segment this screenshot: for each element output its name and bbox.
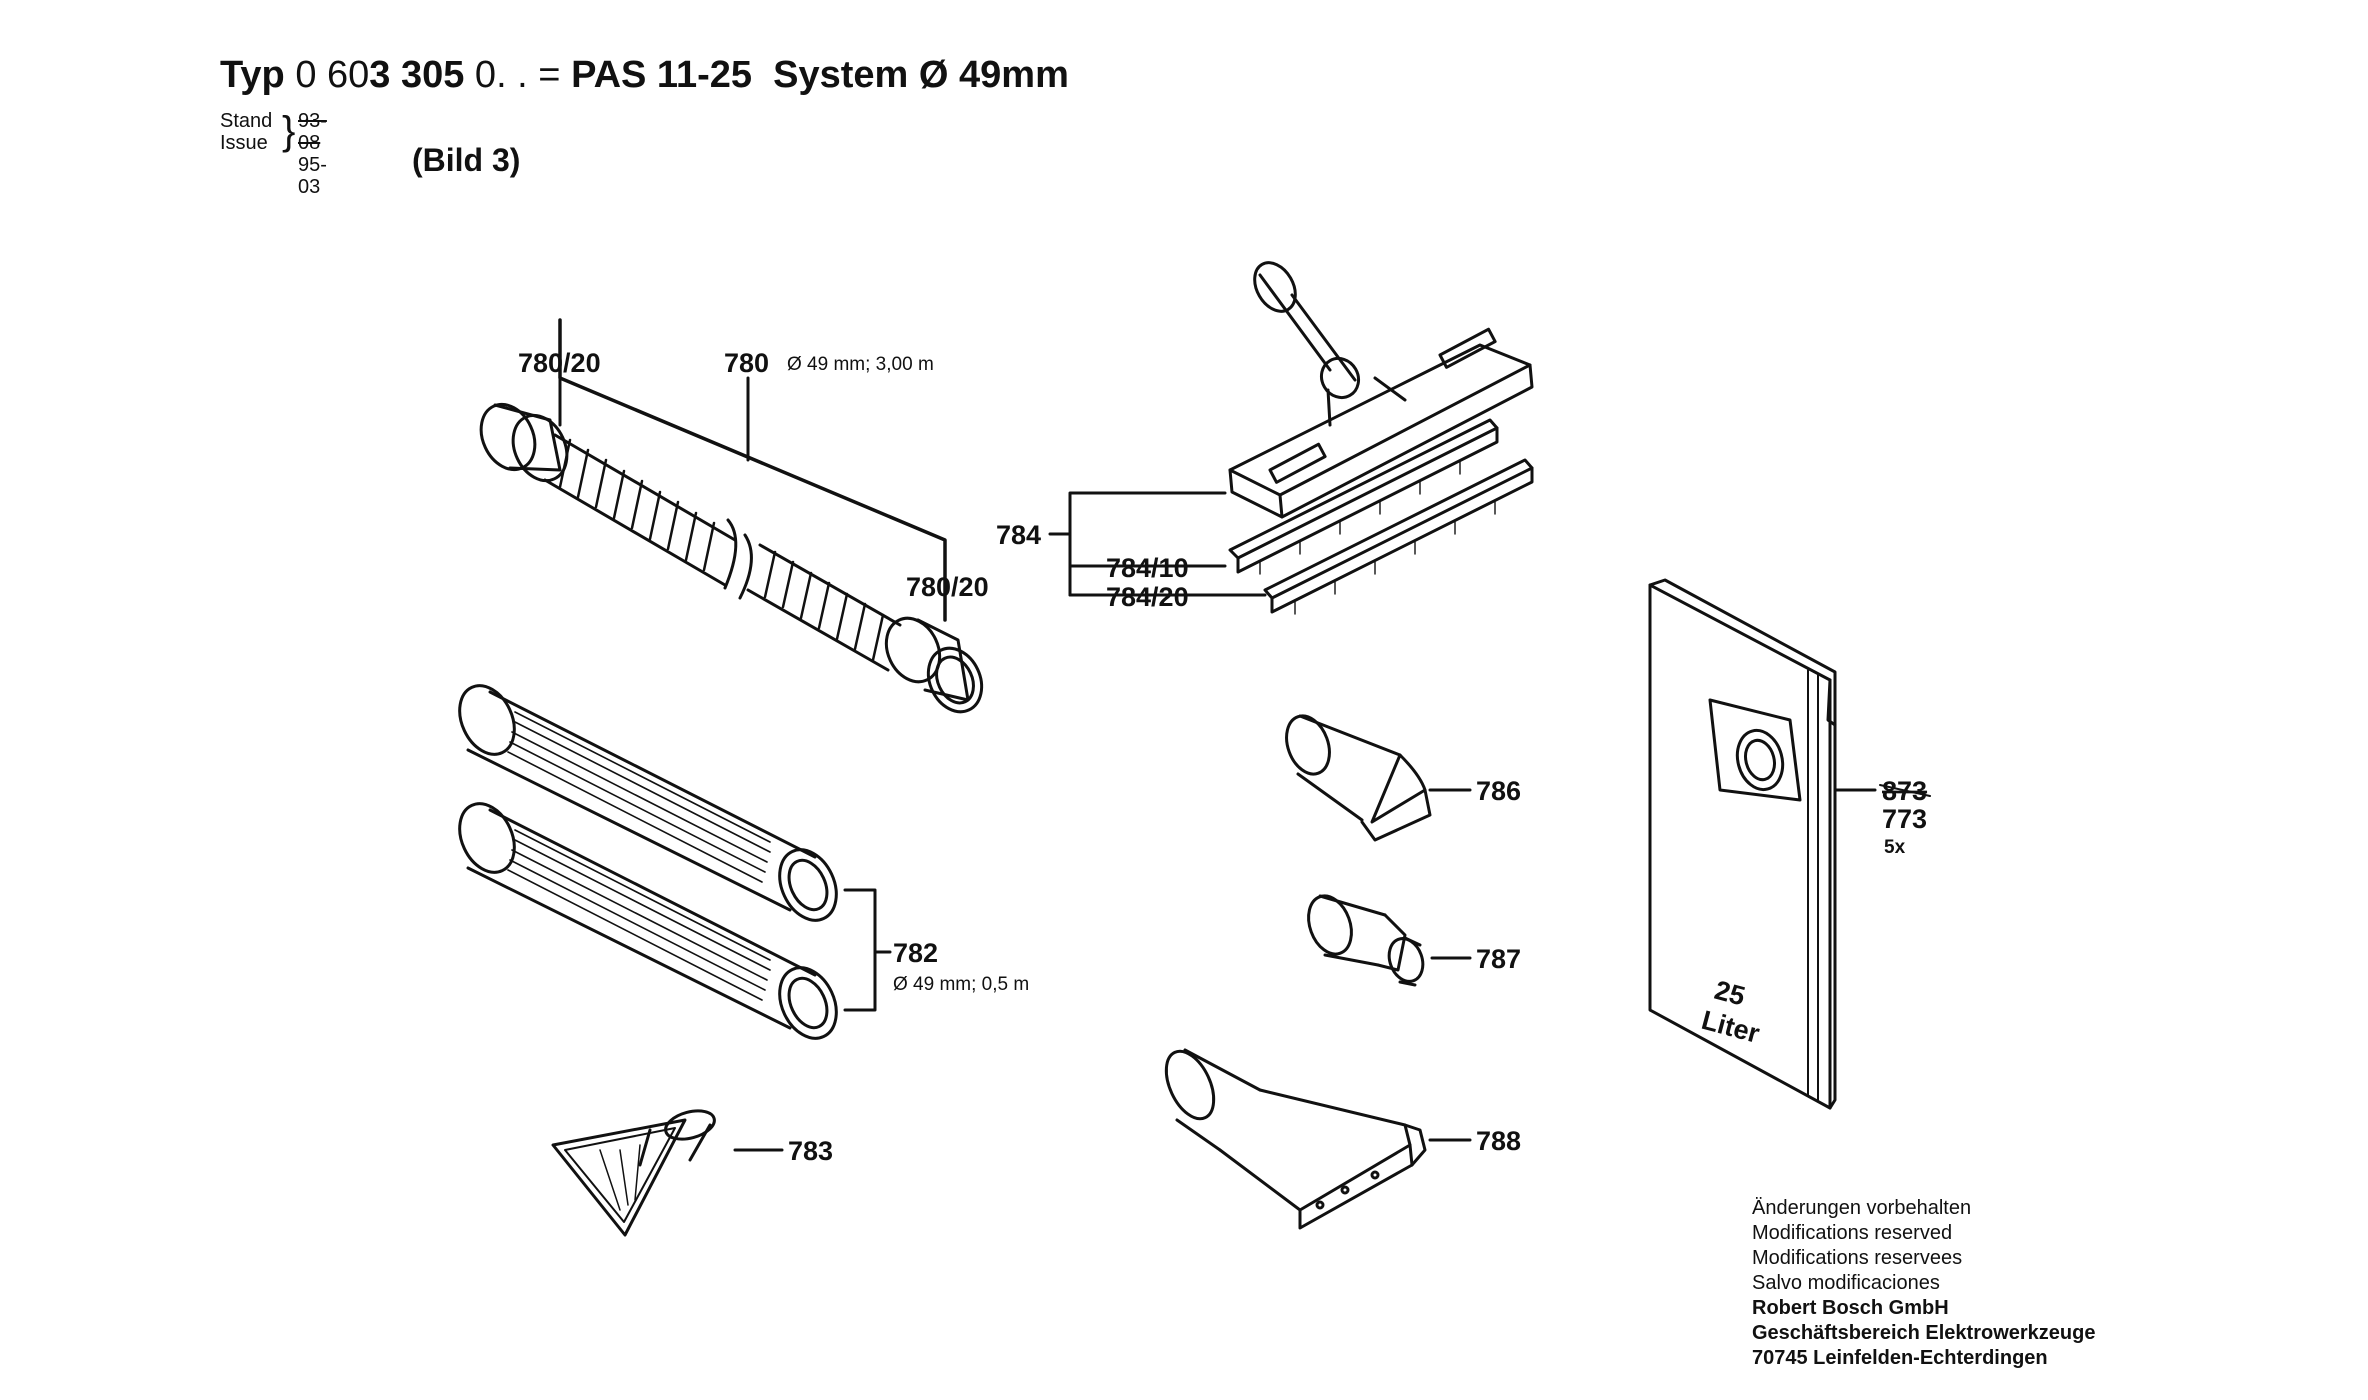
issue-label: Issue bbox=[220, 132, 268, 154]
hose-780 bbox=[479, 318, 984, 714]
label-780-20-top: 780/20 bbox=[518, 348, 601, 378]
label-787: 787 bbox=[1476, 944, 1521, 974]
issue-date: 95-03 bbox=[298, 154, 327, 198]
nozzle-788 bbox=[1164, 1048, 1472, 1230]
typ-number-suffix: 0. . = bbox=[464, 54, 561, 96]
typ-number-prefix: 0 60 bbox=[295, 54, 370, 96]
label-788: 788 bbox=[1476, 1126, 1521, 1156]
label-773: 773 bbox=[1882, 804, 1927, 834]
typ-number-bold: 3 305 bbox=[369, 54, 465, 96]
footer-division: Geschäftsbereich Elektrowerkzeuge bbox=[1752, 1322, 2096, 1344]
footer-line-de: Änderungen vorbehalten bbox=[1752, 1197, 1972, 1219]
typ-label: Typ bbox=[220, 54, 285, 96]
model-name: PAS 11-25 bbox=[571, 54, 753, 96]
nozzle-783 bbox=[551, 1109, 784, 1237]
stand-date: 93-08 bbox=[298, 110, 327, 154]
stand-issue-block: Stand Issue } 93-08 95-03 bbox=[220, 110, 327, 198]
bag-text-25: 25 bbox=[1711, 975, 1748, 1012]
page-title: Typ 0 603 305 0. . = PAS 11-25 System Ø … bbox=[220, 54, 1069, 97]
label-783: 783 bbox=[788, 1136, 833, 1166]
label-780-20-bottom: 780/20 bbox=[906, 572, 989, 602]
filter-bag-773 bbox=[1648, 578, 1877, 1110]
stand-label: Stand bbox=[220, 110, 273, 132]
label-784-20: 784/20 bbox=[1106, 582, 1189, 612]
label-780: 780 bbox=[724, 348, 769, 378]
label-782: 782 bbox=[893, 938, 938, 968]
footer-line-es: Salvo modificaciones bbox=[1752, 1272, 1940, 1294]
label-784-10: 784/10 bbox=[1106, 553, 1189, 583]
floor-nozzle-784 bbox=[1048, 261, 1534, 615]
label-782-spec: Ø 49 mm; 0,5 m bbox=[893, 974, 1029, 995]
adapter-787 bbox=[1307, 894, 1472, 987]
footer-line-en: Modifications reserved bbox=[1752, 1222, 1953, 1244]
footer-notes: Änderungen vorbehalten Modifications res… bbox=[1752, 1196, 2095, 1371]
footer-address: 70745 Leinfelden-Echterdingen bbox=[1752, 1347, 2048, 1369]
extension-tubes-782 bbox=[458, 684, 892, 1040]
nozzle-786 bbox=[1285, 714, 1472, 842]
label-786: 786 bbox=[1476, 776, 1521, 806]
label-773-qty: 5x bbox=[1884, 837, 1906, 858]
figure-subtitle: (Bild 3) bbox=[412, 142, 521, 178]
label-784: 784 bbox=[996, 520, 1041, 550]
brace: } bbox=[282, 109, 296, 153]
system-spec: System Ø 49mm bbox=[773, 54, 1069, 96]
footer-line-fr: Modifications reservees bbox=[1752, 1247, 1963, 1269]
footer-company: Robert Bosch GmbH bbox=[1752, 1297, 1949, 1319]
label-780-spec: Ø 49 mm; 3,00 m bbox=[787, 354, 934, 375]
